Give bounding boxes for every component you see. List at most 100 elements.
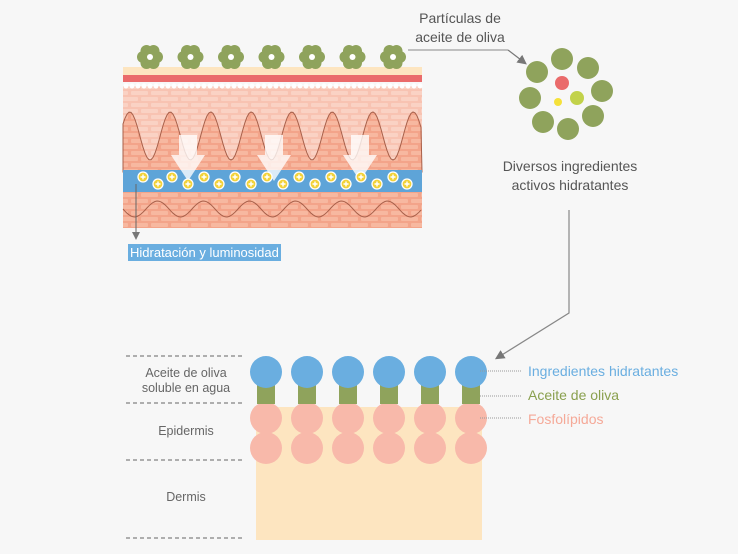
skin-scallop xyxy=(135,83,141,89)
legend-phospholipids: Fosfolípidos xyxy=(528,411,604,427)
hydrating-ingredient xyxy=(373,356,405,388)
skin-scallop xyxy=(351,83,357,89)
moisture-particle-icon xyxy=(401,178,413,190)
flower-center xyxy=(349,54,356,60)
hydration-label: Hidratación y luminosidad xyxy=(128,244,281,261)
moisture-particle-icon xyxy=(371,178,383,190)
olive-particle xyxy=(582,105,604,127)
ingredients-label: Diversos ingredientes activos hidratante… xyxy=(478,157,662,195)
skin-scallop xyxy=(339,83,345,89)
moisture-particle-icon xyxy=(261,171,273,183)
phospholipid-upper xyxy=(373,402,405,434)
particle-plus xyxy=(248,181,254,187)
hydrating-ingredient xyxy=(250,356,282,388)
flower-center xyxy=(228,54,234,60)
olive-particle xyxy=(577,57,599,79)
olive-particle xyxy=(526,61,548,83)
skin-scallop xyxy=(345,83,351,89)
layer-label-line2: soluble en agua xyxy=(141,381,231,395)
olive-particle xyxy=(519,87,541,109)
skin-scallop xyxy=(171,83,177,89)
phospholipid-lower xyxy=(332,432,364,464)
skin-scallop xyxy=(177,83,183,89)
olive-particle xyxy=(591,80,613,102)
moisture-particle-icon xyxy=(387,171,399,183)
particle-plus xyxy=(343,181,349,187)
skin-scallop xyxy=(393,83,399,89)
surface-layer xyxy=(123,67,422,75)
particle-plus xyxy=(201,174,207,180)
hydrating-ingredient xyxy=(455,356,487,388)
skin-scallop xyxy=(399,83,405,89)
particles-label-line2: aceite de oliva xyxy=(415,29,505,45)
skin-scallop xyxy=(297,83,303,89)
phospholipid-lower xyxy=(414,432,446,464)
down-arrow-icon xyxy=(171,135,205,181)
skin-scallop xyxy=(315,83,321,89)
skin-scallop xyxy=(417,83,423,89)
particle-plus xyxy=(374,181,380,187)
skin-scallop xyxy=(231,83,237,89)
skin-scallop xyxy=(165,83,171,89)
red-active-particle xyxy=(555,76,569,90)
molecule xyxy=(250,356,282,464)
olive-flower-icon xyxy=(177,44,204,70)
particle-plus xyxy=(312,181,318,187)
ingredients-pointer-line xyxy=(494,210,570,360)
skin-scallop xyxy=(225,83,231,89)
flower-center xyxy=(147,54,153,60)
skin-scallop xyxy=(207,83,213,89)
skin-scallop xyxy=(159,83,165,89)
skin-scallop xyxy=(333,83,339,89)
olive-particle xyxy=(551,48,573,70)
skin-scallop xyxy=(141,83,147,89)
moisture-particle-icon xyxy=(152,178,164,190)
particle-plus xyxy=(232,174,238,180)
down-arrow-icon xyxy=(343,135,377,181)
layer-label-epidermis: Epidermis xyxy=(158,424,214,438)
particle-plus xyxy=(216,181,222,187)
moisture-particle-icon xyxy=(325,171,337,183)
ingredients-label-line1: Diversos ingredientes xyxy=(502,158,638,174)
particle-plus xyxy=(296,174,302,180)
lime-active-particle xyxy=(570,91,584,105)
moisture-particle-icon xyxy=(293,171,305,183)
skin-scallop xyxy=(273,83,279,89)
olive-flower-icon xyxy=(218,44,244,70)
skin-lower xyxy=(123,192,422,228)
hydrating-ingredient xyxy=(414,356,446,388)
molecule xyxy=(373,356,405,464)
phospholipid-lower xyxy=(291,432,323,464)
hydrating-ingredient xyxy=(291,356,323,388)
phospholipid-upper xyxy=(332,402,364,434)
barrier-line xyxy=(123,75,422,82)
olive-flower-icon xyxy=(339,44,366,70)
moisture-particle-icon xyxy=(166,171,178,183)
flower-center xyxy=(390,54,396,60)
moisture-particle-icon xyxy=(229,171,241,183)
legend-hydrating: Ingredientes hidratantes xyxy=(528,363,679,379)
particle-plus xyxy=(390,174,396,180)
ingredients-label-line2: activos hidratantes xyxy=(511,177,629,193)
phospholipid-upper xyxy=(414,402,446,434)
skin-scallop xyxy=(201,83,207,89)
skin-scallop xyxy=(249,83,255,89)
particles-label-line1: Partículas de xyxy=(419,10,501,26)
particle-plus xyxy=(185,181,191,187)
phospholipid-upper xyxy=(455,402,487,434)
skin-scallop xyxy=(255,83,261,89)
olive-particle xyxy=(532,111,554,133)
skin-scallop xyxy=(327,83,333,89)
skin-scallop xyxy=(375,83,381,89)
skin-scallop xyxy=(123,83,129,89)
particle-plus xyxy=(155,181,161,187)
phospholipid-upper xyxy=(250,402,282,434)
skin-scallop xyxy=(219,83,225,89)
particle-plus xyxy=(328,174,334,180)
particle-plus xyxy=(264,174,270,180)
skin-scallop xyxy=(405,83,411,89)
skin-scallop xyxy=(279,83,285,89)
skin-scallop xyxy=(195,83,201,89)
phospholipid-lower xyxy=(250,432,282,464)
particles-pointer-arrow xyxy=(507,49,527,65)
